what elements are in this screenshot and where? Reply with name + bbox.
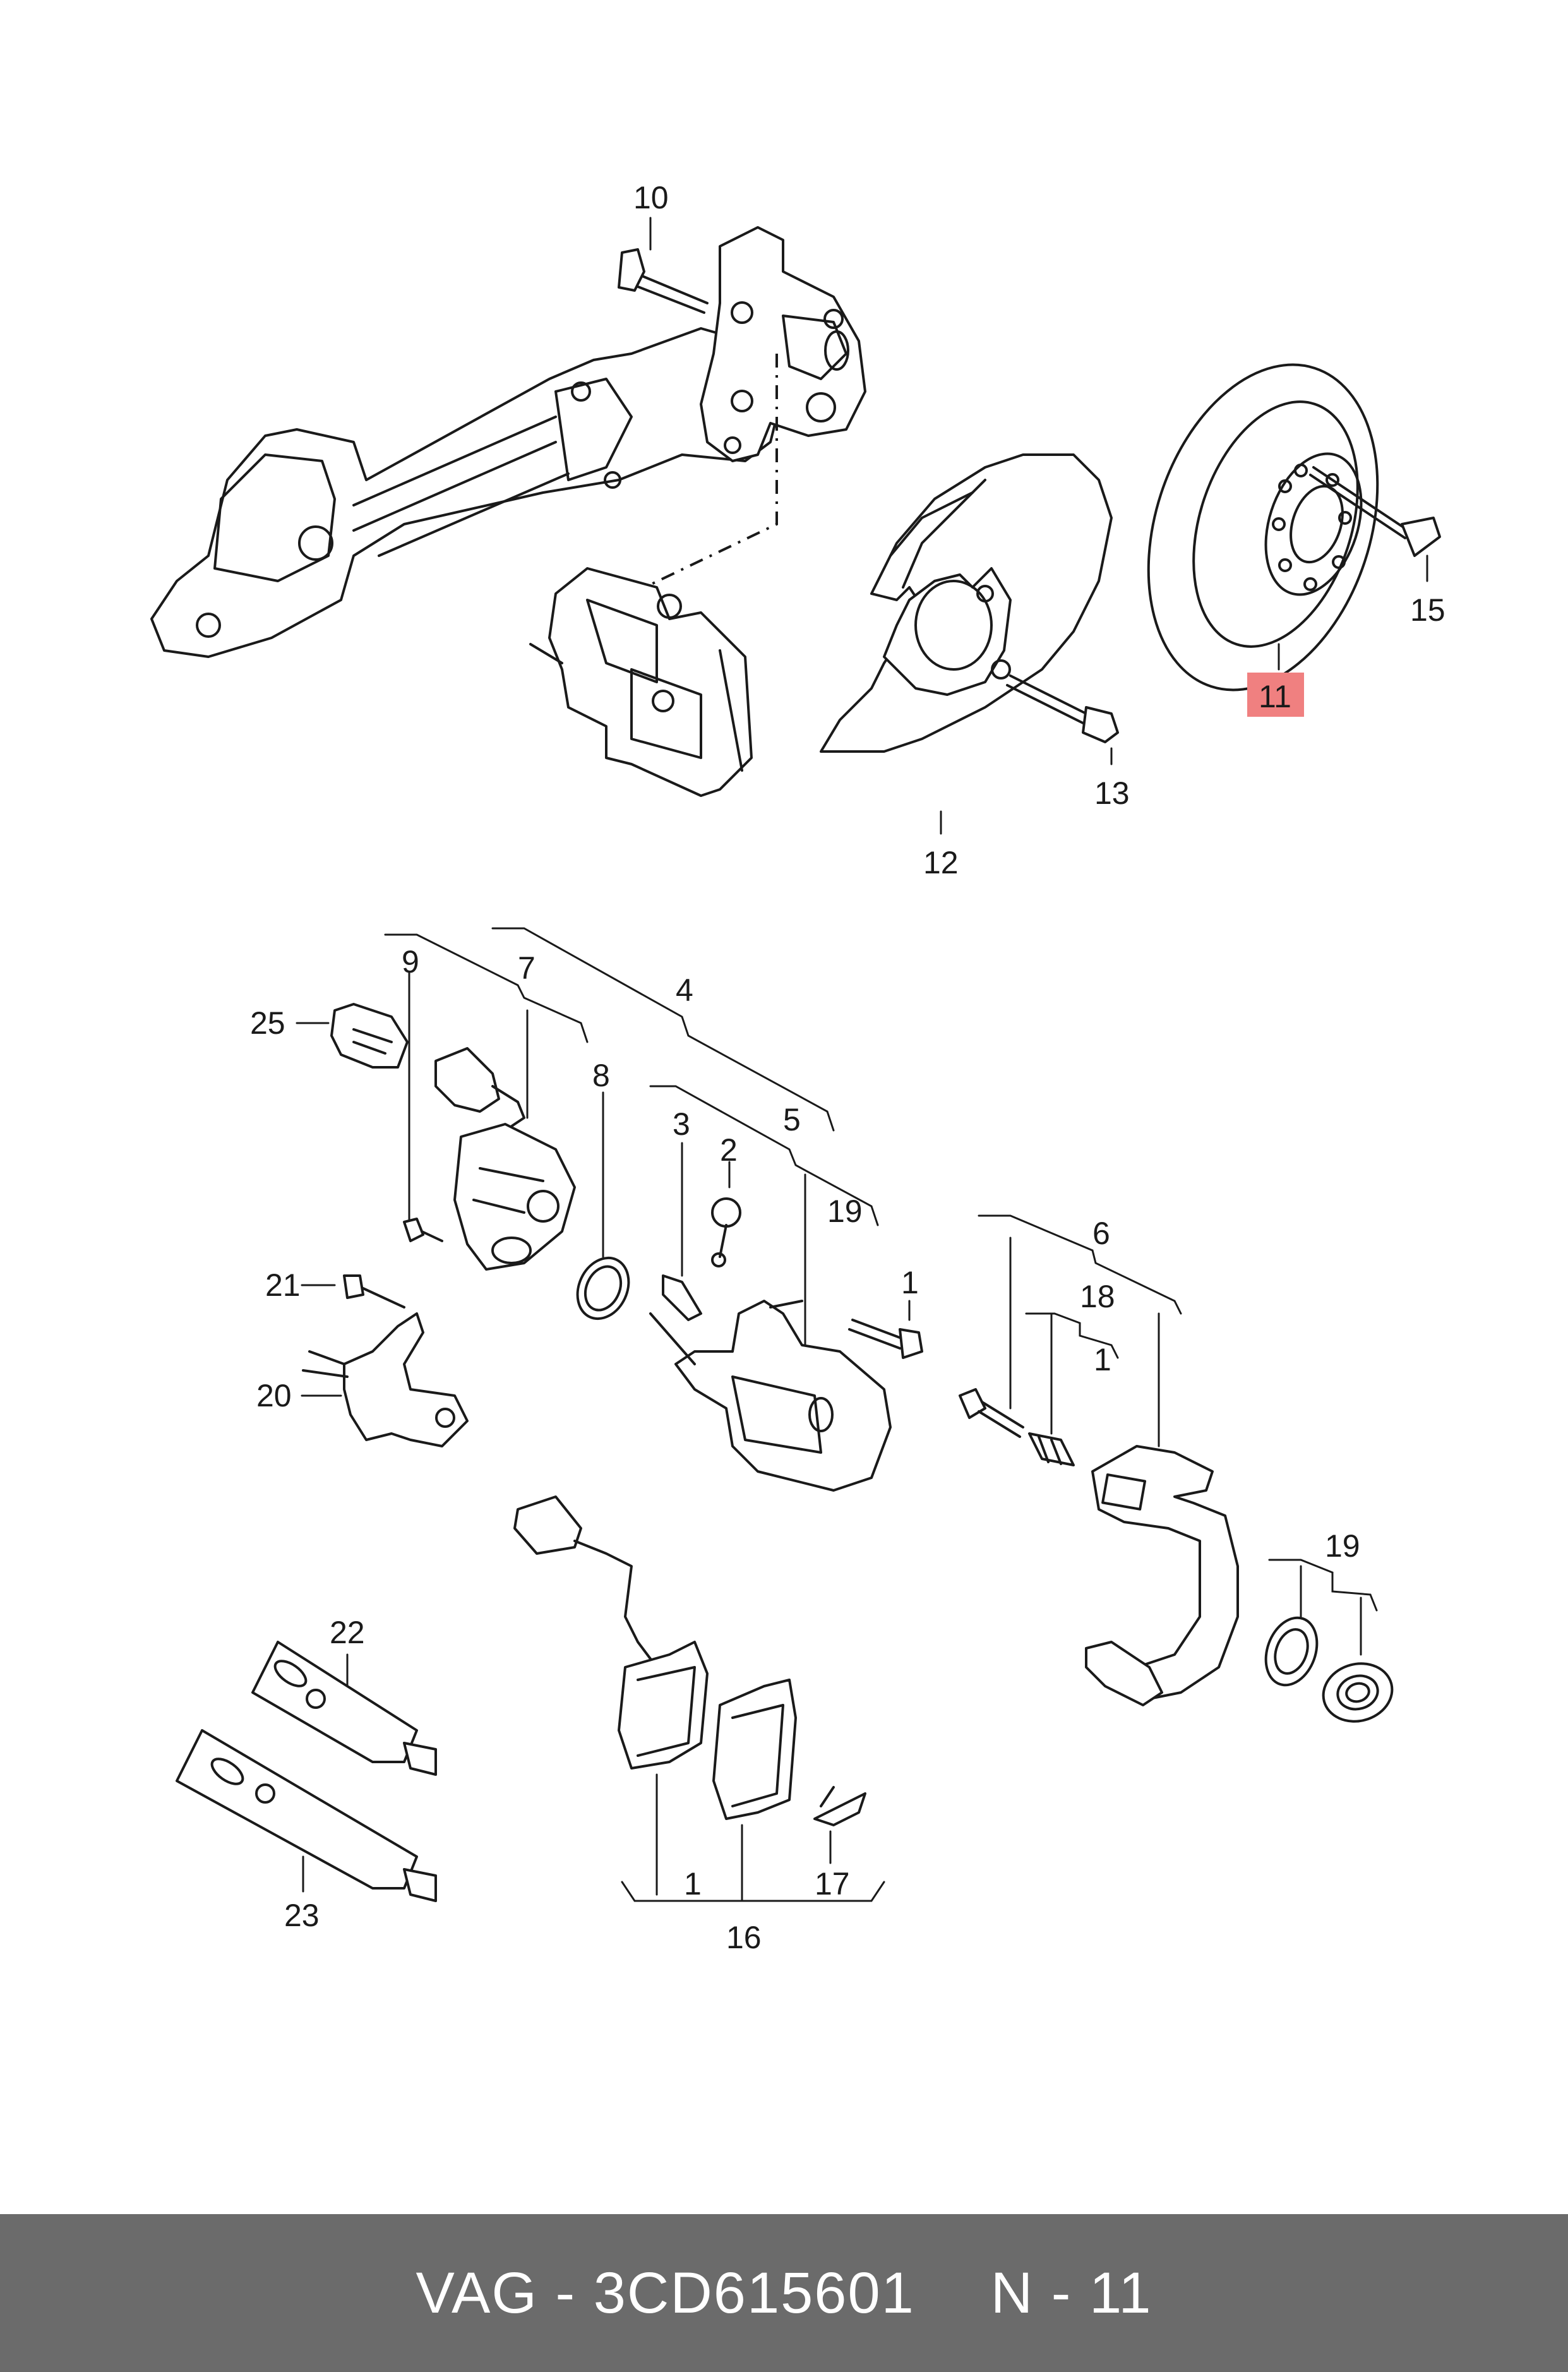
callout-4[interactable]: 4 (676, 973, 693, 1008)
callout-9[interactable]: 9 (402, 944, 419, 979)
callout-19b[interactable]: 19 (1325, 1528, 1360, 1564)
pad-spring (813, 1786, 866, 1826)
guide-sleeve (1028, 1432, 1075, 1466)
callout-16[interactable]: 16 (726, 1920, 762, 1955)
callout-1a[interactable]: 1 (901, 1265, 919, 1300)
bracket-4 (491, 927, 835, 1132)
brake-pad-outer (712, 1679, 797, 1820)
splash-shield (820, 453, 1113, 753)
grease-tube-23 (176, 1729, 437, 1902)
motor-bolt (403, 1218, 443, 1242)
callout-1b[interactable]: 1 (1094, 1342, 1111, 1377)
dust-boot (1264, 1616, 1319, 1687)
callout-20[interactable]: 20 (256, 1378, 292, 1413)
brake-disc (1147, 363, 1379, 692)
callout-7[interactable]: 7 (518, 950, 536, 986)
callout-25[interactable]: 25 (250, 1005, 285, 1041)
callout-22[interactable]: 22 (330, 1615, 365, 1650)
callout-2[interactable]: 2 (720, 1132, 738, 1168)
exploded-brake-diagram: 10 11 12 13 15 9 7 4 25 8 3 5 2 19 1 21 … (150, 180, 1445, 1955)
wire-holder (302, 1274, 469, 1447)
callout-3[interactable]: 3 (673, 1106, 690, 1142)
connector-25 (330, 1003, 409, 1069)
callout-5[interactable]: 5 (783, 1102, 801, 1137)
guide-bolt (959, 1388, 1024, 1438)
callout-18[interactable]: 18 (1080, 1279, 1115, 1314)
callout-23[interactable]: 23 (284, 1898, 320, 1933)
callout-6[interactable]: 6 (1092, 1216, 1110, 1251)
shield-bolt (1006, 674, 1119, 743)
callout-1c[interactable]: 1 (684, 1866, 702, 1902)
caliper-carrier (1085, 1445, 1239, 1706)
bracket-16 (621, 1881, 885, 1902)
bracket-6 (978, 1214, 1182, 1315)
brake-pad-inner (618, 1641, 709, 1770)
disc-screw (1309, 466, 1441, 557)
bracket-19 (1268, 1559, 1378, 1612)
callout-21[interactable]: 21 (265, 1267, 301, 1303)
bracket-18 (1025, 1312, 1119, 1359)
bracket-7 (384, 933, 589, 1043)
piston-seal (1322, 1662, 1394, 1723)
part-number: VAG - 3CD615601 (416, 2260, 915, 2325)
grease-tube-22 (251, 1641, 437, 1776)
highlight-11 (1247, 673, 1304, 717)
wear-sensor (513, 1495, 658, 1668)
caliper-motor (434, 1047, 576, 1271)
callout-17[interactable]: 17 (815, 1866, 850, 1902)
caliper-housing (649, 1300, 892, 1492)
o-ring (576, 1256, 630, 1321)
bleed-screw (662, 1274, 702, 1321)
diagram-reference: N - 11 (990, 2260, 1152, 2325)
callout-13[interactable]: 13 (1094, 776, 1130, 811)
bleed-cap (711, 1197, 741, 1267)
callout-12[interactable]: 12 (923, 845, 959, 880)
bracket-5 (649, 1085, 879, 1226)
trailing-arm (150, 226, 866, 658)
callout-10[interactable]: 10 (633, 180, 669, 215)
callout-11[interactable]: 11 (1259, 679, 1291, 714)
callout-15[interactable]: 15 (1410, 592, 1445, 628)
caliper-assembly-top (529, 567, 753, 797)
callout-19a[interactable]: 19 (827, 1194, 863, 1229)
caliper-bolt (848, 1319, 923, 1359)
part-footer-bar: VAG - 3CD615601 N - 11 (0, 2214, 1568, 2372)
callout-8[interactable]: 8 (592, 1058, 610, 1093)
